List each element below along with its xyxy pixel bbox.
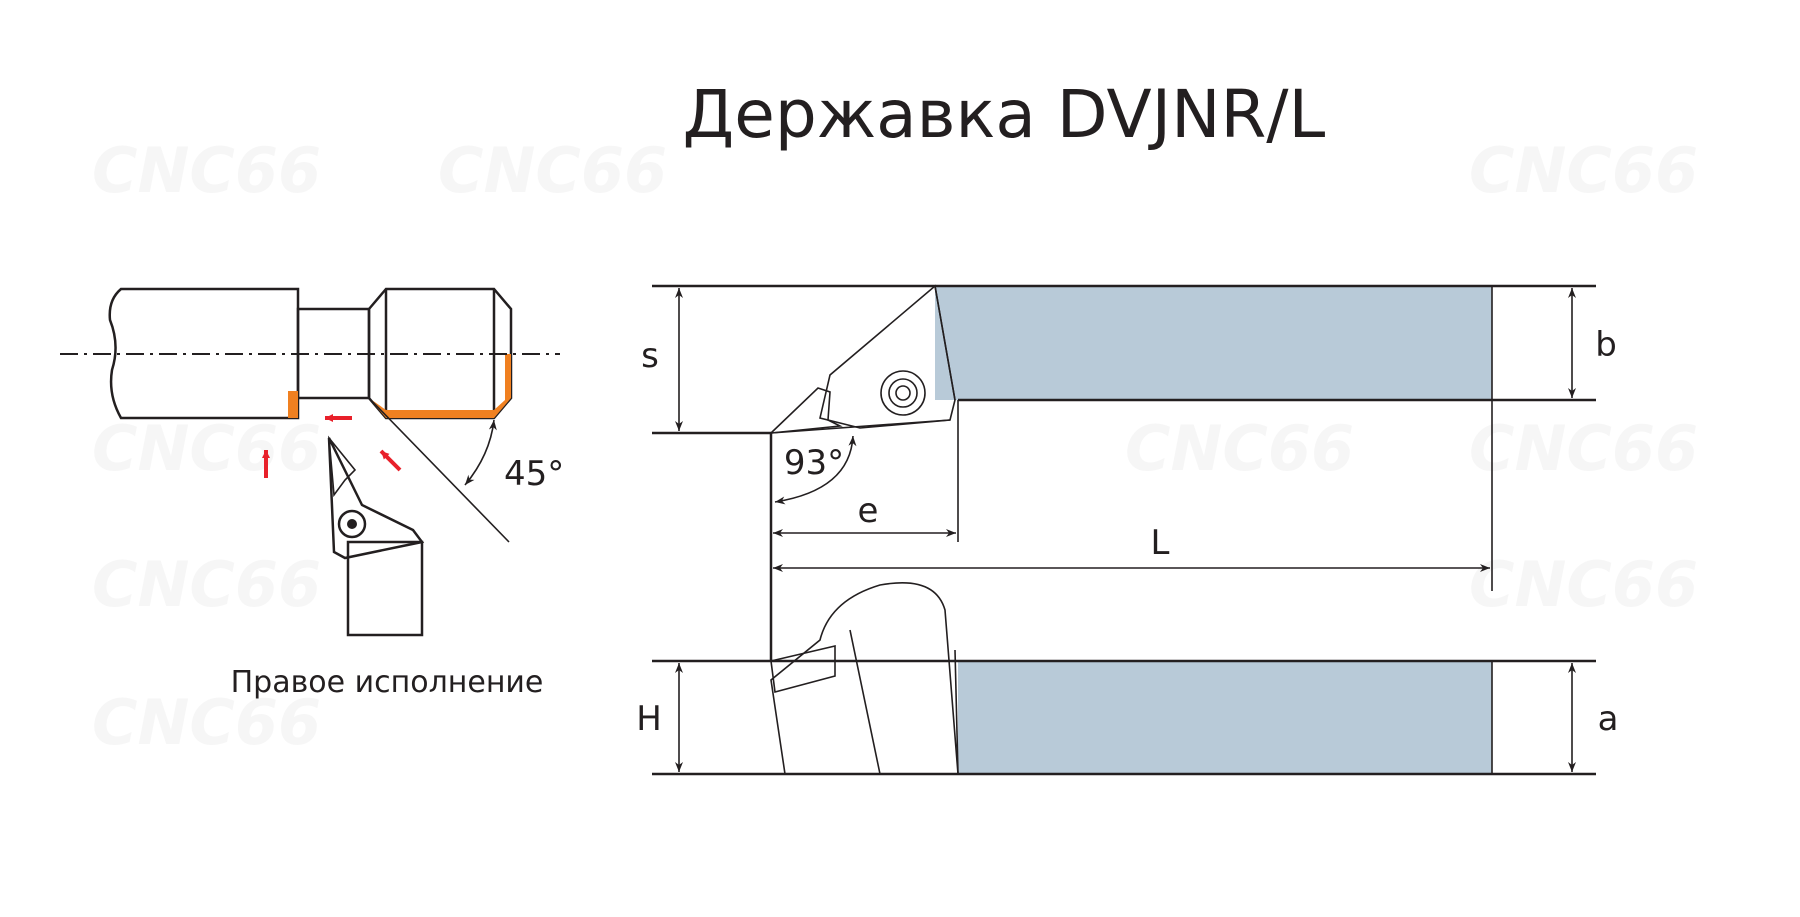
watermark: CNC66 — [92, 134, 321, 207]
dim-e-label: e — [858, 491, 879, 531]
dimension-lines — [652, 284, 1596, 776]
right-hand-caption: Правое исполнение — [231, 665, 544, 700]
watermark: CNC66 — [438, 134, 667, 207]
angle-arc — [464, 419, 497, 486]
watermark: CNC66 — [1469, 134, 1698, 207]
holder-top-view — [768, 284, 1492, 435]
angle-reference-line — [368, 397, 510, 543]
angle-93-label: 93° — [784, 443, 844, 483]
machined-surface — [288, 354, 511, 418]
angle-45-label: 45° — [504, 454, 564, 494]
page-title: Державка DVJNR/L — [683, 76, 1326, 153]
watermark: CNC66 — [1125, 412, 1354, 485]
holder-side-view — [770, 582, 1492, 775]
watermark: CNC66 — [1469, 548, 1698, 621]
watermark: CNC66 — [92, 686, 321, 759]
watermark: CNC66 — [92, 548, 321, 621]
watermark-grid: CNC66 CNC66 CNC66 CNC66 CNC66 CNC66 CNC6… — [92, 134, 1698, 759]
dim-H-label: H — [636, 699, 662, 739]
feed-arrow — [379, 449, 402, 472]
watermark: CNC66 — [1469, 412, 1698, 485]
dim-b-label: b — [1595, 325, 1617, 365]
dim-L-label: L — [1151, 523, 1170, 563]
dim-a-label: a — [1598, 699, 1619, 739]
watermark: CNC66 — [92, 412, 321, 485]
dim-s-label: s — [641, 336, 659, 376]
workpiece — [60, 287, 560, 420]
tool-top-view — [327, 435, 425, 637]
